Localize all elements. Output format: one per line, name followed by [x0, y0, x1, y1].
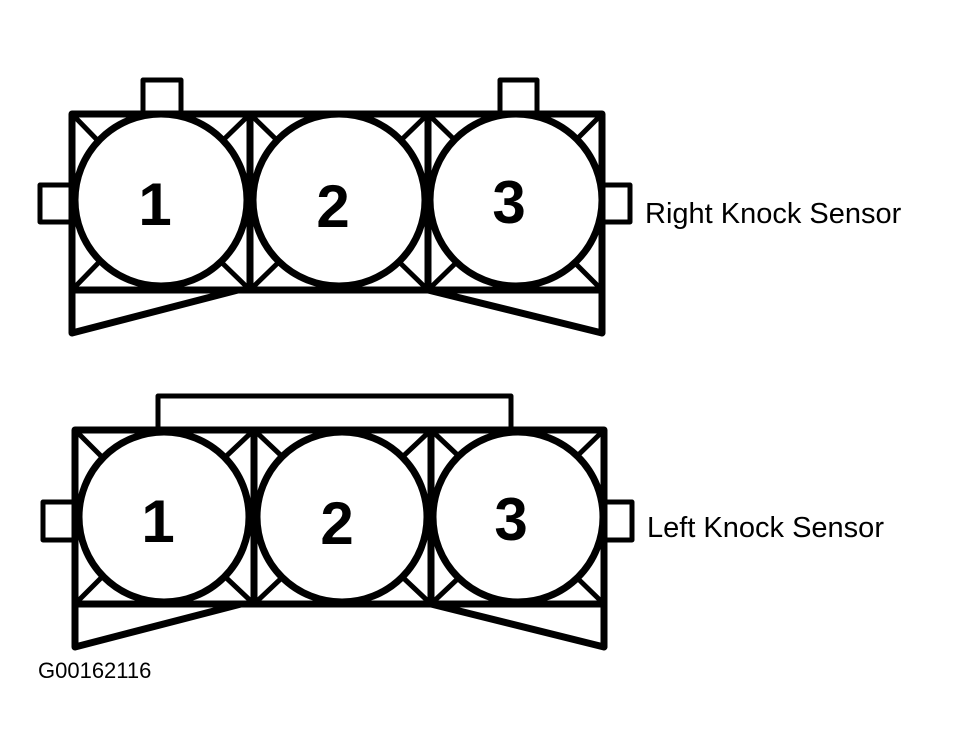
figure-id: G00162116 [38, 658, 151, 683]
left-connector-label: Left Knock Sensor [647, 512, 884, 544]
left-connector-bottom-wedge [71, 600, 608, 651]
left-connector-side-tab-left [40, 499, 78, 543]
right-connector-pin-2: 2 [316, 173, 349, 240]
left-connector-pin-2: 2 [320, 490, 353, 557]
right-connector-bottom-wedge [68, 286, 606, 337]
right-connector-side-tab-right [599, 182, 633, 225]
right-connector-corner-lines [69, 111, 605, 293]
right-connector-pin-1: 1 [138, 171, 171, 238]
right-connector: 1 2 3 Right Knock Sensor [37, 77, 902, 337]
right-connector-side-tab-left [37, 182, 75, 225]
right-connector-cavity-3 [426, 110, 606, 290]
right-connector-cavity-1 [71, 110, 251, 290]
right-connector-pin-3: 3 [492, 169, 525, 236]
left-connector: 1 2 3 Left Knock Sensor [40, 393, 884, 651]
left-connector-corner-lines [72, 427, 607, 607]
left-connector-latch-bar [155, 393, 514, 433]
left-connector-side-tab-right [601, 499, 635, 543]
right-connector-top-tab-right [497, 77, 540, 113]
right-connector-label: Right Knock Sensor [645, 198, 902, 230]
left-connector-pin-1: 1 [141, 488, 174, 555]
right-connector-cavity-2 [249, 110, 429, 290]
left-connector-pin-3: 3 [494, 486, 527, 553]
right-connector-top-tab-left [140, 77, 184, 113]
